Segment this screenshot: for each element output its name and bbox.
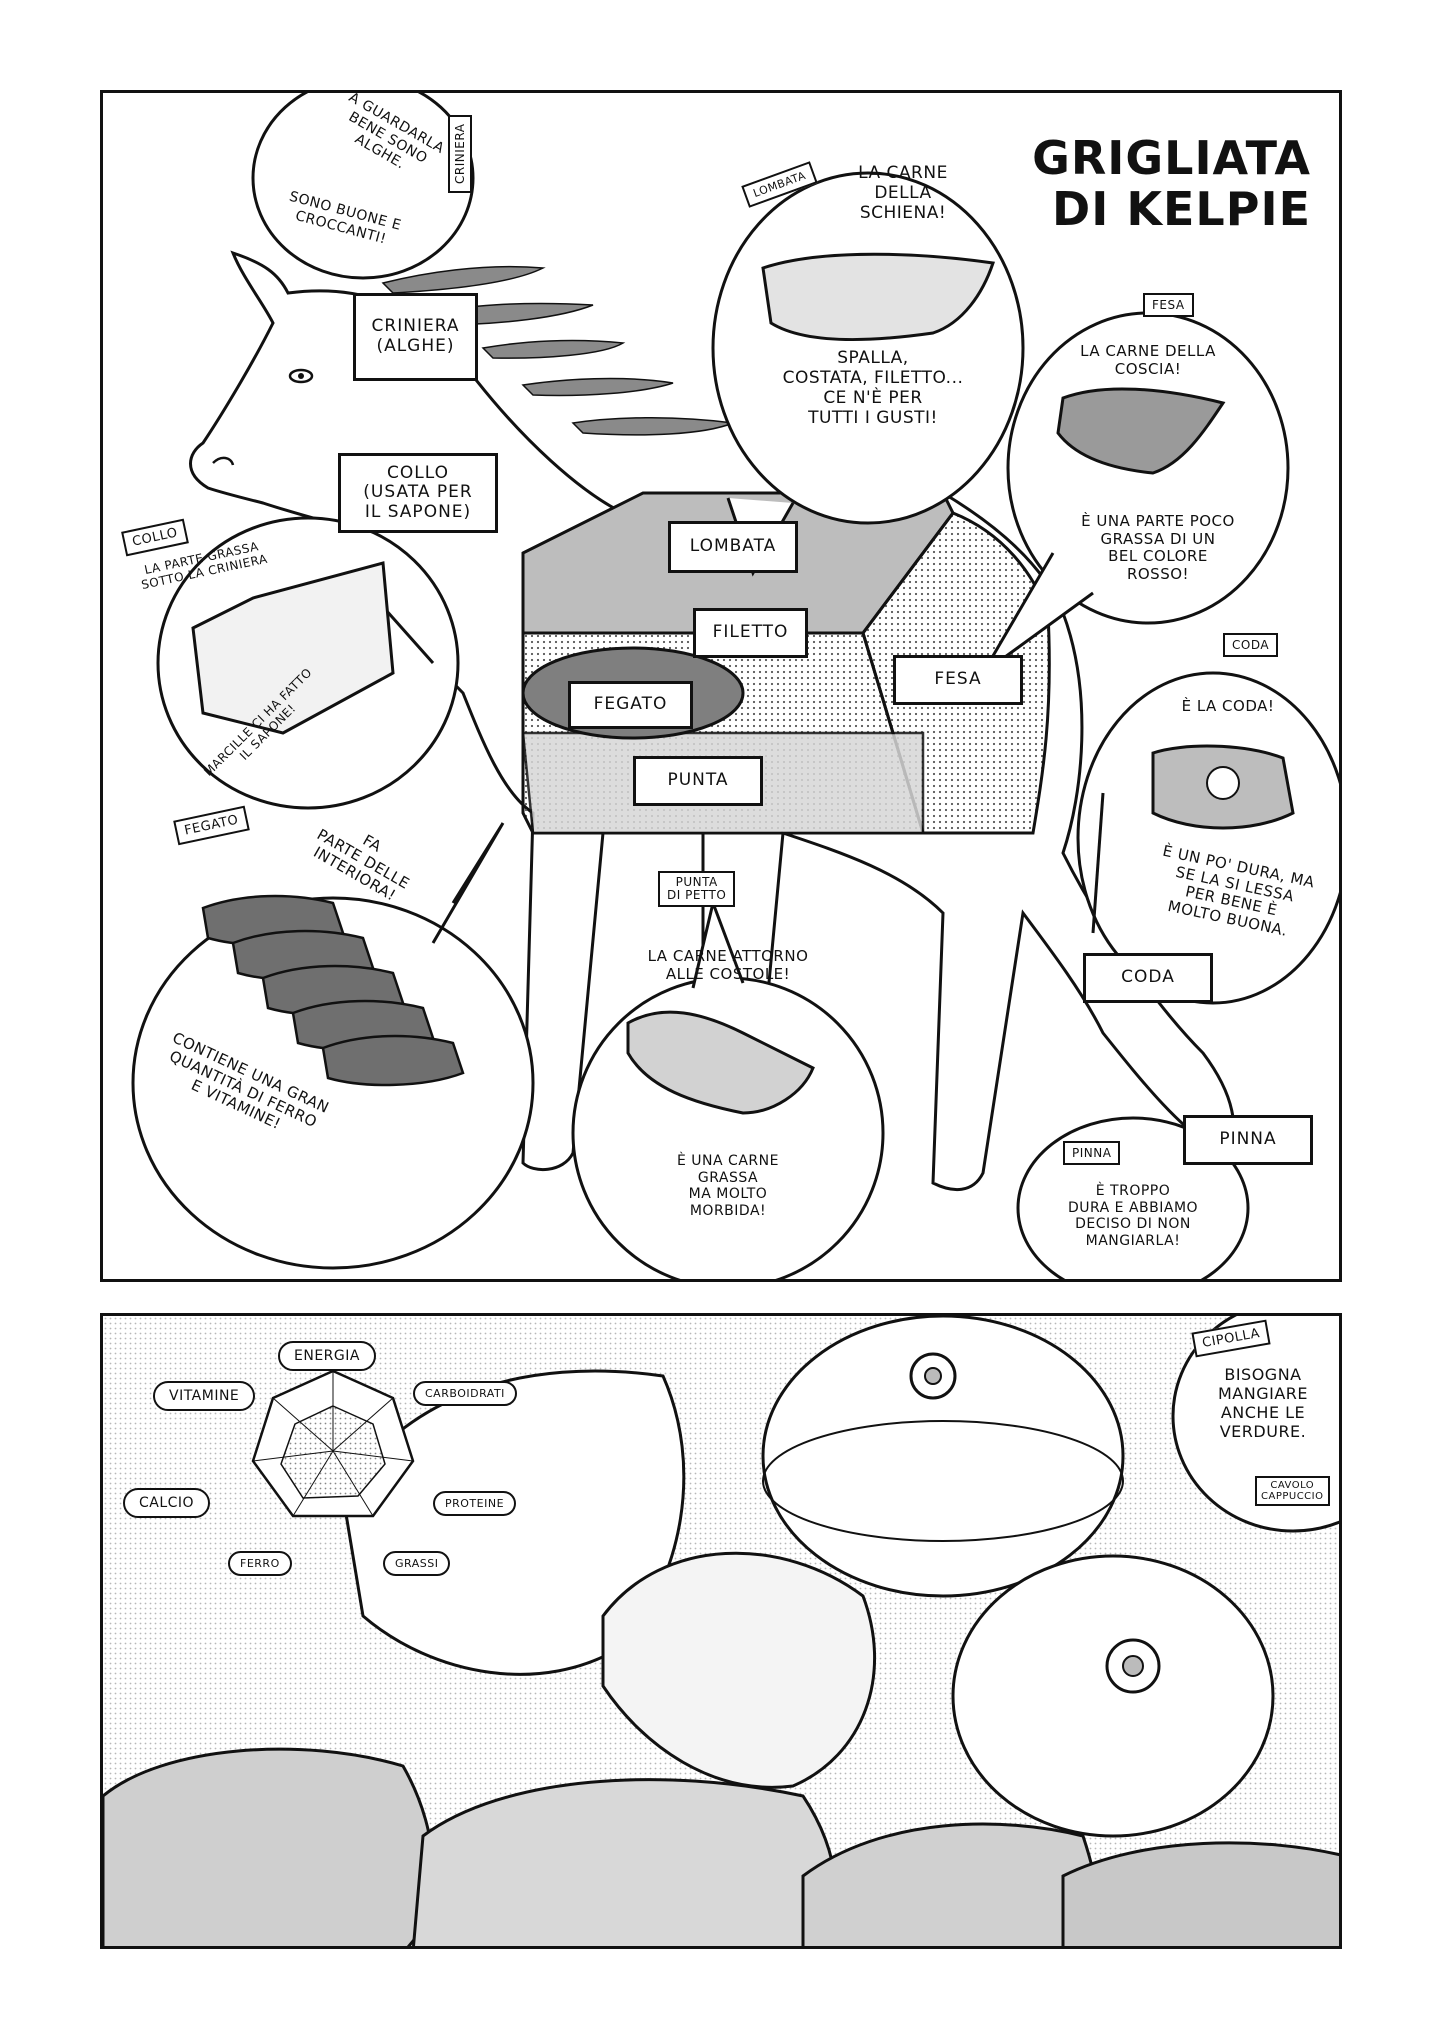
stat-calcio: CALCIO: [123, 1488, 211, 1518]
bubble-tag-coda: CODA: [1223, 633, 1279, 657]
label-lombata: LOMBATA: [668, 521, 798, 573]
bubble-cipolla-text: BISOGNA MANGIARE ANCHE LE VERDURE.: [1217, 1365, 1308, 1441]
title-line-1: GRIGLIATA: [1032, 131, 1311, 185]
label-punta: PUNTA: [633, 756, 763, 806]
label-collo: COLLO (USATA PER IL SAPONE): [338, 453, 498, 533]
stat-proteine: PROTEINE: [433, 1491, 517, 1516]
stat-grassi: GRASSI: [383, 1551, 451, 1576]
label-pinna: PINNA: [1183, 1115, 1313, 1165]
bubble-tag-punta: PUNTA DI PETTO: [658, 871, 736, 908]
label-cavolo-cappuccio: CAVOLO CAPPUCCIO: [1255, 1476, 1330, 1506]
title-line-2: DI KELPIE: [1052, 181, 1311, 236]
bubble-fesa-text-1: LA CARNE DELLA COSCIA!: [1080, 342, 1216, 378]
bubble-tag-fesa: FESA: [1143, 293, 1194, 317]
stat-energia: ENERGIA: [278, 1341, 376, 1371]
label-criniera: CRINIERA (ALGHE): [353, 293, 478, 381]
bubble-lombata-text-1: LA CARNE DELLA SCHIENA!: [858, 163, 948, 224]
stat-ferro: FERRO: [228, 1551, 292, 1576]
stat-vitamine: VITAMINE: [153, 1381, 256, 1411]
bubble-tag-pinna: PINNA: [1063, 1141, 1121, 1165]
vegetables-panel: ENERGIA CARBOIDRATI PROTEINE GRASSI FERR…: [100, 1313, 1342, 1949]
stat-carboidrati: CARBOIDRATI: [413, 1381, 517, 1406]
label-fegato: FEGATO: [568, 681, 693, 729]
label-coda: CODA: [1083, 953, 1213, 1003]
grill-illustration: [103, 1316, 1339, 1946]
bubble-punta-text-2: È UNA CARNE GRASSA MA MOLTO MORBIDA!: [677, 1153, 779, 1219]
bubble-coda-text-1: È LA CODA!: [1181, 697, 1275, 715]
bubble-lombata-text-2: SPALLA, COSTATA, FILETTO... CE N'È PER T…: [782, 348, 964, 429]
label-filetto: FILETTO: [693, 608, 808, 658]
bubble-fesa-text-2: È UNA PARTE POCO GRASSA DI UN BEL COLORE…: [1081, 512, 1235, 584]
bubble-pinna-text-1: È TROPPO DURA E ABBIAMO DECISO DI NON MA…: [1067, 1183, 1199, 1249]
bubble-punta-text-1: LA CARNE ATTORNO ALLE COSTOLE!: [647, 947, 809, 983]
page-title: GRIGLIATA DI KELPIE: [1032, 133, 1311, 234]
meat-cuts-panel: GRIGLIATA DI KELPIE CRINIERA (ALGHE) COL…: [100, 90, 1342, 1282]
label-fesa: FESA: [893, 655, 1023, 705]
